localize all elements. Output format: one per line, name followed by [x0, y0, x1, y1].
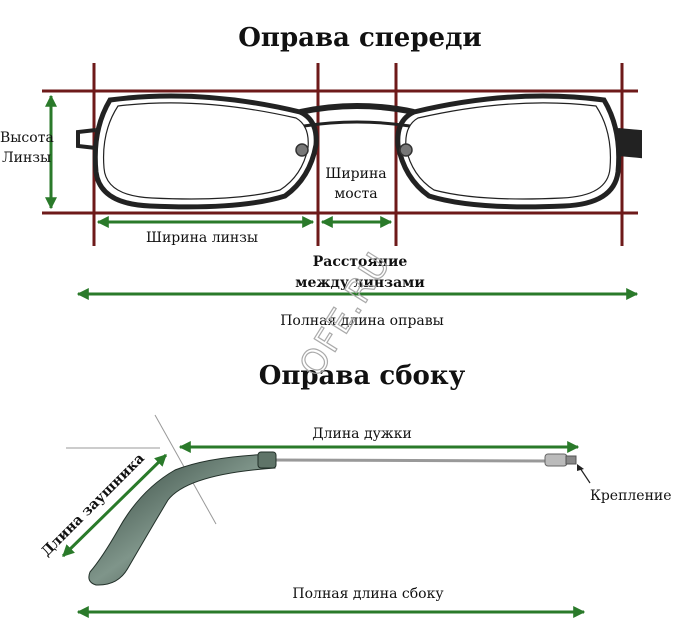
lens-height-label-line1: Высота: [0, 130, 54, 146]
bridge-width-label-line1: Ширина: [325, 166, 386, 182]
glasses-front-frame: [76, 93, 642, 210]
side-total-length-label: Полная длина сбоку: [292, 586, 444, 602]
right-nose-pad: [399, 143, 413, 157]
right-hinge: [617, 128, 642, 159]
hinge-pin: [565, 455, 577, 465]
temple-length-label: Длина дужки: [312, 426, 412, 442]
front-view-title: Оправа спереди: [238, 23, 481, 53]
hinge-block: [544, 453, 568, 467]
earpiece-length-arrow: [61, 453, 168, 558]
earpiece-collar: [257, 451, 277, 469]
lens-height-label-line2: Линзы: [2, 150, 51, 166]
hinge-pointer-arrowhead: [577, 464, 584, 471]
lens-width-label: Ширина линзы: [146, 230, 258, 246]
frame-total-width-label: Полная длина оправы: [280, 313, 444, 329]
temple-shaft: [269, 458, 549, 463]
left-nose-pad: [295, 143, 309, 157]
lens-distance-label-line2: между линзами: [295, 275, 424, 291]
front-guide-lines: [42, 63, 638, 246]
right-lens-inner-rim: [405, 102, 612, 200]
nose-bridge: [299, 103, 415, 115]
lens-distance-label-line1: Расстояние: [313, 254, 408, 270]
hinge-label: Крепление: [590, 488, 672, 504]
side-view-title: Оправа сбоку: [259, 361, 466, 391]
glasses-temple-arm: [88, 451, 577, 586]
left-lens-inner-rim: [102, 102, 309, 200]
hinge-pointer-line: [579, 467, 591, 484]
left-lens-rim: [92, 93, 319, 210]
nose-bridge-lower: [303, 120, 411, 128]
bridge-width-label-line2: моста: [334, 186, 377, 202]
right-lens-rim: [395, 93, 622, 210]
left-hinge: [76, 128, 97, 150]
